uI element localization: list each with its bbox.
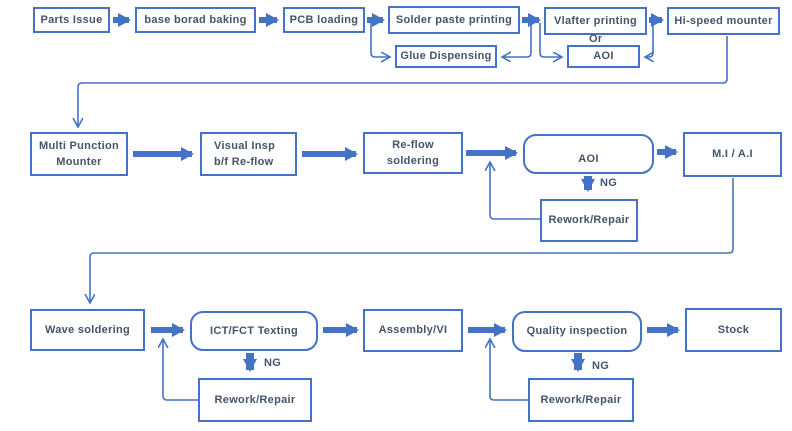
line-vlafter-to-aoi: [646, 23, 653, 57]
node-pcb-loading: PCB loading: [283, 7, 365, 33]
reflow-line2: soldering: [386, 155, 440, 167]
node-rework-repair-reflow: Rework/Repair: [540, 199, 638, 242]
node-glue-dispensing: Glue Dispensing: [395, 45, 497, 68]
line-rework3-feedback: [490, 340, 528, 401]
node-quality-inspection: Quality inspection: [512, 311, 642, 352]
node-aoi-main: AOI: [523, 134, 654, 174]
visual-insp-line2: b/f Re-flow: [214, 156, 274, 168]
node-rework-repair-ict: Rework/Repair: [198, 378, 312, 422]
line-solder-to-glue-dispensing: [503, 23, 532, 57]
node-reflow-soldering: Re-flow soldering: [363, 132, 463, 174]
node-wave-soldering: Wave soldering: [30, 309, 145, 351]
or-label: Or: [589, 33, 603, 45]
multi-punction-line1: Multi Punction: [39, 139, 119, 152]
node-assembly-vi: Assembly/VI: [363, 309, 463, 352]
line-miai-to-wave: [90, 178, 734, 302]
node-visual-insp: Visual Insp b/f Re-flow: [200, 132, 297, 176]
node-base-borad-baking: base borad baking: [135, 7, 256, 33]
ng-label-quality: NG: [592, 360, 610, 372]
node-mi-ai: M.I / A.I: [683, 132, 782, 177]
node-aoi-inline: AOI: [567, 45, 640, 68]
ng-label-ict: NG: [264, 357, 282, 369]
node-parts-issue: Parts Issue: [33, 7, 110, 33]
line-solder-to-aoi: [539, 23, 561, 57]
line-rework1-feedback: [490, 163, 540, 220]
node-rework-repair-quality: Rework/Repair: [528, 378, 634, 422]
node-ict-fct-texting: ICT/FCT Texting: [190, 311, 318, 351]
ng-label-reflow: NG: [600, 177, 618, 189]
multi-punction-line2: Mounter: [56, 156, 102, 168]
node-multi-punction-mounter: Multi Punction Mounter: [30, 132, 128, 176]
line-mounter-to-multi-punction: [78, 36, 728, 126]
visual-insp-line1: Visual Insp: [214, 139, 276, 152]
reflow-line1: Re-flow: [392, 138, 434, 151]
node-hi-speed-mounter: Hi-speed mounter: [667, 7, 780, 35]
node-stock: Stock: [685, 308, 782, 352]
line-rework2-feedback: [163, 340, 198, 401]
line-pcb-to-glue-dispensing: [370, 23, 389, 57]
node-vlafter-printing: Vlafter printing: [544, 7, 647, 35]
node-solder-paste-printing: Solder paste printing: [388, 6, 520, 34]
